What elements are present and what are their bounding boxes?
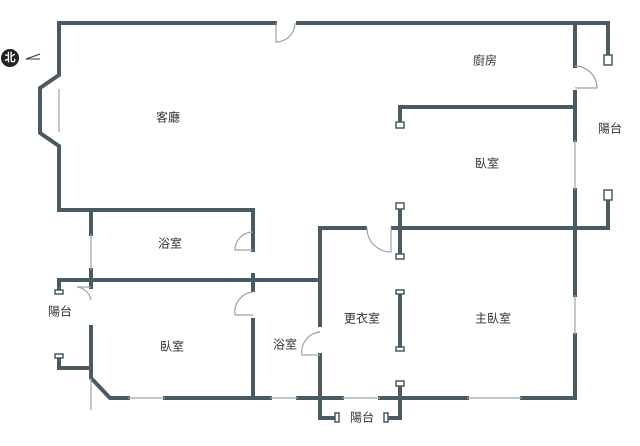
north-arrow-icon (25, 53, 41, 60)
room-label-master-bedroom: 主臥室 (474, 311, 512, 326)
room-label-kitchen: 廚房 (472, 53, 498, 68)
room-label-balcony-east: 陽台 (597, 121, 623, 136)
walls (38, 21, 610, 420)
room-label-balcony-south: 陽台 (349, 410, 375, 425)
room-label-balcony-west: 陽台 (47, 304, 73, 319)
wall-ends (54, 54, 613, 423)
room-label-bedroom-upper: 臥室 (474, 156, 500, 171)
room-label-bedroom-lower: 臥室 (159, 339, 185, 354)
compass-north-badge: 北 (1, 49, 19, 67)
room-label-closet: 更衣室 (343, 311, 381, 326)
doors (76, 22, 598, 356)
room-label-bath-lower: 浴室 (272, 337, 298, 352)
room-label-living: 客廳 (155, 110, 181, 125)
windows (58, 89, 576, 410)
room-label-bath-upper: 浴室 (157, 236, 183, 251)
